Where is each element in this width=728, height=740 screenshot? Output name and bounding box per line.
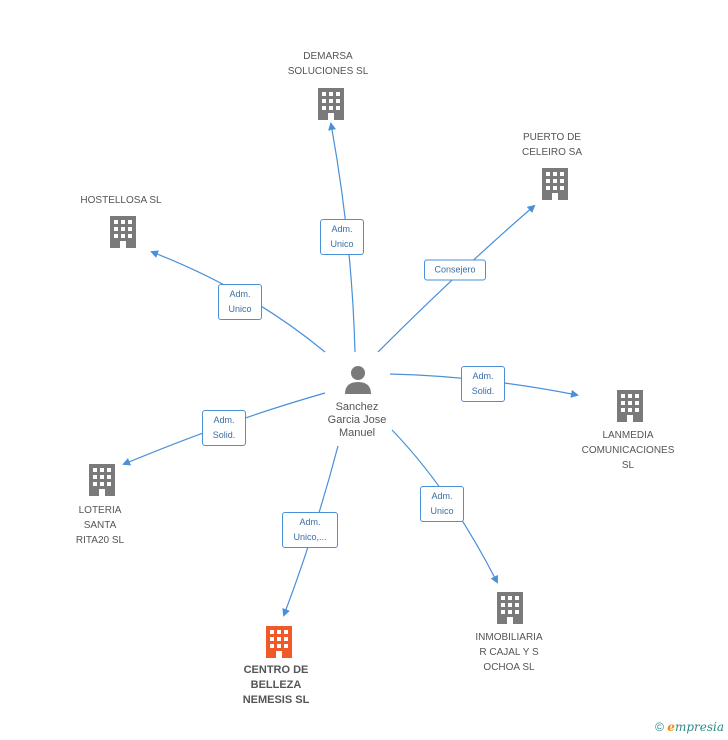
brand-name: mpresia xyxy=(674,720,724,734)
relation-label-puerto: Consejero xyxy=(424,259,486,281)
relation-label-loteria: Adm. Solid. xyxy=(202,410,246,446)
company-name-hostellosa[interactable]: HOSTELLOSA SL xyxy=(80,195,162,206)
copyright-icon: © xyxy=(655,720,664,734)
company-name-demarsa[interactable]: DEMARSA SOLUCIONES SL xyxy=(287,51,369,77)
building-icon[interactable] xyxy=(87,462,117,501)
brand-logo: e xyxy=(667,720,675,734)
company-name-inmobiliaria[interactable]: INMOBILIARIA R CAJAL Y S OCHOA SL xyxy=(475,632,543,673)
building-icon[interactable] xyxy=(264,624,294,663)
relation-label-centro: Adm. Unico,... xyxy=(282,512,338,548)
relation-label-demarsa: Adm. Unico xyxy=(320,219,364,255)
building-icon[interactable] xyxy=(108,214,138,253)
company-name-loteria[interactable]: LOTERIA SANTA RITA20 SL xyxy=(75,505,125,546)
brand-footer[interactable]: © empresia xyxy=(655,720,724,734)
relation-label-hostellosa: Adm. Unico xyxy=(218,284,262,320)
person-icon[interactable] xyxy=(344,364,372,399)
relation-label-lanmedia: Adm. Solid. xyxy=(461,366,505,402)
person-name[interactable]: Sanchez Garcia Jose Manuel xyxy=(327,401,387,439)
company-name-centro[interactable]: CENTRO DE BELLEZA NEMESIS SL xyxy=(242,664,310,706)
building-icon[interactable] xyxy=(316,86,346,125)
building-icon[interactable] xyxy=(615,388,645,427)
relation-label-inmobiliaria: Adm. Unico xyxy=(420,486,464,522)
building-icon[interactable] xyxy=(540,166,570,205)
building-icon[interactable] xyxy=(495,590,525,629)
company-name-lanmedia[interactable]: LANMEDIA COMUNICACIONES SL xyxy=(581,430,675,471)
company-name-puerto[interactable]: PUERTO DE CELEIRO SA xyxy=(521,132,583,158)
